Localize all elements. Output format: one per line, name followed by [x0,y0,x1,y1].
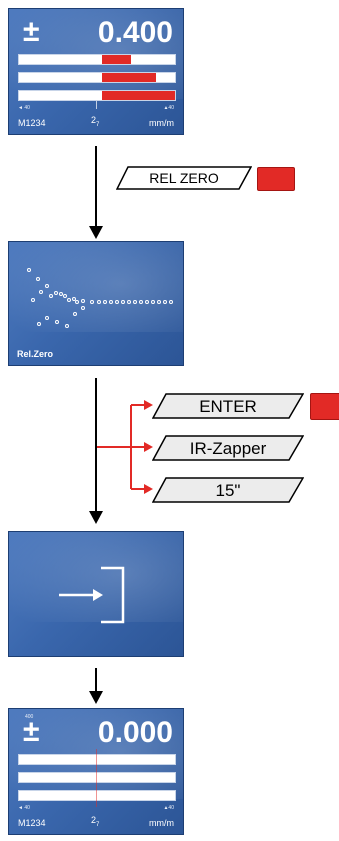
unit-label: mm/m [149,818,174,828]
display-screen-enter [8,531,184,657]
convergence-dot [67,298,71,302]
timer-15s-key: 15" [152,477,304,503]
convergence-dot [73,312,77,316]
convergence-dot [65,324,69,328]
model-label: M1234 [18,818,46,828]
flow-arrowhead-1 [89,226,103,239]
screen-glare [9,532,183,622]
convergence-dot [139,300,143,304]
scale-label-top: 400 [25,714,34,720]
convergence-dot [157,300,161,304]
unit-label: mm/m [149,118,174,128]
convergence-dot [115,300,119,304]
convergence-dot [81,306,85,310]
convergence-dot [103,300,107,304]
convergence-dot [72,297,76,301]
center-marker [96,101,97,109]
scale-label-right: ▲40 [163,805,174,811]
display-screen-rel-zero: Rel.Zero [8,241,184,366]
convergence-dot [54,291,58,295]
convergence-dot [109,300,113,304]
level-bar-1 [18,54,176,65]
resolution-value: 2 [91,815,97,826]
resolution-label: 27 [91,815,99,828]
convergence-dot [81,299,85,303]
convergence-dot [36,277,40,281]
convergence-dot [55,320,59,324]
resolution-label: 27 [91,115,99,128]
rel-zero-label: Rel.Zero [17,349,54,359]
red-indicator-button-1 [257,167,295,191]
rel-zero-key: REL ZERO [116,166,252,190]
level-bar-3-fill [101,91,175,100]
branch-arrows [97,400,153,494]
convergence-dot [39,290,43,294]
convergence-dot [45,316,49,320]
flow-arrow-1 [95,146,97,226]
display-screen-zeroed: 400 ± 0.000 ◄ 40 ▲40 M1234 27 mm/m [8,708,184,835]
convergence-dot [169,300,173,304]
scale-label-left: ◄ 40 [18,805,30,811]
resolution-value: 2 [91,115,97,126]
enter-key: ENTER [152,393,304,419]
convergence-dot [59,292,63,296]
scale-label-left: ◄ 40 [18,105,30,111]
level-bar-2 [18,72,176,83]
flow-arrow-2 [95,378,97,511]
display-screen-measurement: ± 0.400 ◄ 40 ▲40 M1234 27 mm/m [8,8,184,135]
level-bar-2 [18,772,176,783]
plus-minus-icon: ± [23,15,40,48]
convergence-dot [63,294,67,298]
level-bar-1-fill [101,55,132,64]
flow-arrowhead-3 [89,691,103,704]
convergence-dot [45,284,49,288]
resolution-sub: 7 [96,122,100,128]
center-marker [96,749,97,807]
enter-arrow-icon [59,566,125,624]
convergence-dot [31,298,35,302]
red-indicator-button-2 [310,393,339,420]
ir-zapper-key-label: IR-Zapper [190,439,267,458]
level-bar-3 [18,90,176,101]
convergence-dot [90,300,94,304]
convergence-dot [97,300,101,304]
rel-zero-key-label: REL ZERO [149,170,219,186]
ir-zapper-key: IR-Zapper [152,435,304,461]
measurement-value: 0.400 [97,16,173,49]
flow-arrowhead-2 [89,511,103,524]
model-label: M1234 [18,118,46,128]
convergence-dot [37,322,41,326]
convergence-dot [127,300,131,304]
enter-key-label: ENTER [199,397,257,416]
convergence-dot [121,300,125,304]
convergence-dot [163,300,167,304]
measurement-value: 0.000 [97,716,173,749]
convergence-dot [75,300,79,304]
scale-label-right: ▲40 [163,105,174,111]
convergence-dot [151,300,155,304]
level-bar-1 [18,754,176,765]
screen-glare [9,242,183,332]
resolution-sub: 7 [96,822,100,828]
level-bar-2-fill [101,73,157,82]
convergence-dot [133,300,137,304]
flow-arrow-3 [95,668,97,691]
plus-minus-icon: ± [23,715,40,748]
level-bar-3 [18,790,176,801]
convergence-dot [27,268,31,272]
timer-15s-key-label: 15" [216,481,241,500]
convergence-dot [145,300,149,304]
convergence-dot [49,294,53,298]
